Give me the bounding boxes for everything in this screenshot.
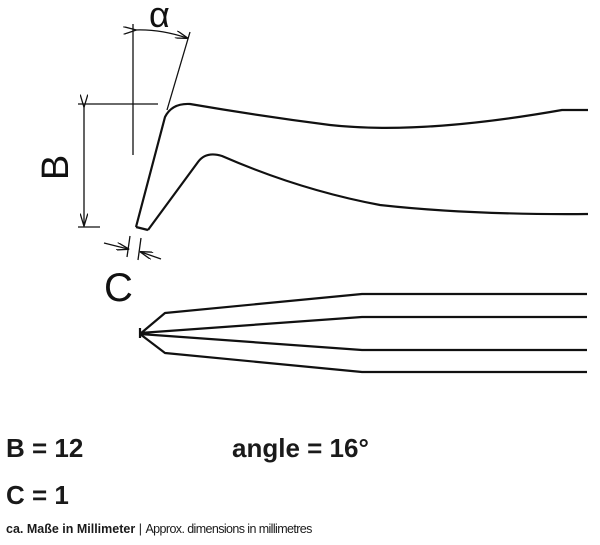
alpha-label: α: [149, 0, 170, 35]
c-label: C: [104, 266, 133, 310]
tweezer-tip: [135, 225, 149, 232]
tweezer-top-inner-upper: [139, 315, 587, 335]
tweezer-side-inner: [147, 153, 589, 231]
b-value: B = 12: [6, 433, 84, 463]
footer-german: ca. Maße in Millimeter: [6, 522, 136, 536]
tweezer-top-inner-lower: [139, 332, 587, 352]
angle-value: angle = 16°: [232, 433, 369, 463]
c-value: C = 1: [6, 480, 69, 510]
alpha-angle-line: [166, 31, 191, 111]
b-label: B: [35, 154, 78, 181]
tweezer-top-outline-upper: [139, 292, 587, 335]
footer-note: ca. Maße in Millimeter | Approx. dimensi…: [6, 522, 312, 536]
alpha-arc: [135, 30, 187, 38]
tweezer-side-outer: [134, 102, 588, 228]
footer-english: Approx. dimensions in millimetres: [145, 522, 312, 536]
tweezer-top-outline-lower: [139, 333, 587, 374]
footer-separator: |: [138, 522, 142, 536]
